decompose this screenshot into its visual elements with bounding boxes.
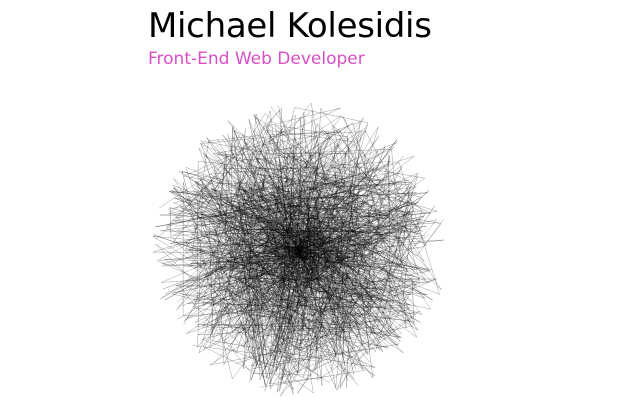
page-subtitle: Front-End Web Developer [148,49,365,69]
page-title: Michael Kolesidis [148,6,432,46]
line-sphere-artwork [152,102,444,397]
page-header: Michael Kolesidis Front-End Web Develope… [148,4,432,70]
line-mesh-core [155,114,435,392]
